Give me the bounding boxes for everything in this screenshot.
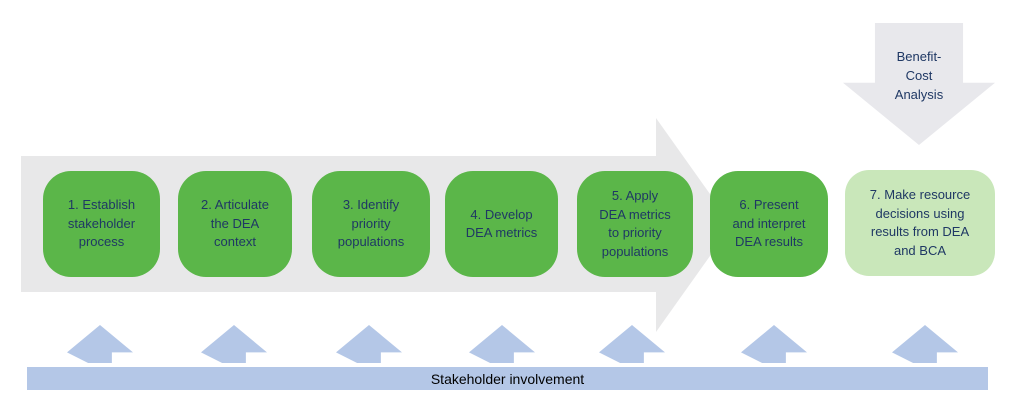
step-5-apply-dea-metrics: 5. Apply DEA metrics to priority populat…	[577, 171, 693, 277]
up-arrow-icon	[599, 325, 665, 363]
up-arrow-icon	[892, 325, 958, 363]
benefit-cost-analysis-down-arrow-icon: Benefit- Cost Analysis	[843, 23, 995, 145]
step-3-identify-priority-populations: 3. Identify priority populations	[312, 171, 430, 277]
stakeholder-involvement-label: Stakeholder involvement	[430, 370, 585, 387]
step-label: 6. Present and interpret DEA results	[732, 197, 806, 250]
step-2-articulate-dea-context: 2. Articulate the DEA context	[178, 171, 292, 277]
step-4-develop-dea-metrics: 4. Develop DEA metrics	[445, 171, 558, 277]
step-label: 4. Develop DEA metrics	[465, 206, 538, 241]
step-label: 5. Apply DEA metrics to priority populat…	[599, 188, 671, 259]
up-arrow-icon	[336, 325, 402, 363]
step-1-establish-stakeholder-process: 1. Establish stakeholder process	[43, 171, 160, 277]
step-label: 2. Articulate the DEA context	[201, 197, 269, 250]
step-label: 7. Make resource decisions using results…	[869, 187, 971, 258]
up-arrow-icon	[67, 325, 133, 363]
step-7-make-resource-decisions: 7. Make resource decisions using results…	[845, 170, 995, 276]
up-arrow-icon	[741, 325, 807, 363]
stakeholder-involvement-bar: Stakeholder involvement	[27, 367, 988, 390]
step-label: 3. Identify priority populations	[337, 197, 405, 250]
step-6-present-interpret-dea-results: 6. Present and interpret DEA results	[710, 171, 828, 277]
up-arrow-icon	[469, 325, 535, 363]
step-label: 1. Establish stakeholder process	[67, 197, 136, 250]
benefit-cost-analysis-label: Benefit- Cost Analysis	[894, 48, 944, 102]
up-arrow-icon	[201, 325, 267, 363]
